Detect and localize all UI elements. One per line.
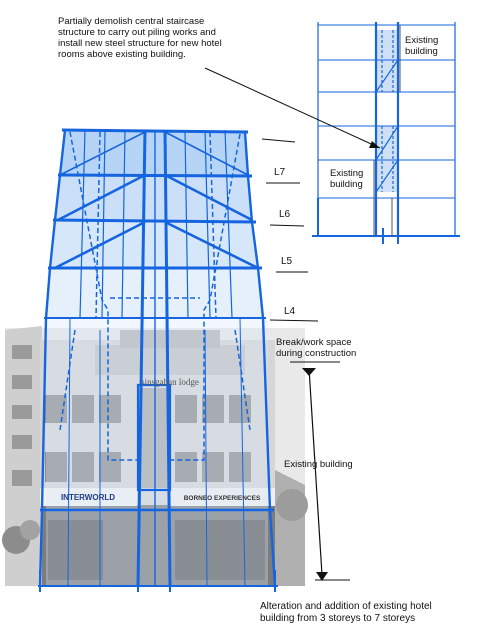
level-l7-label: L7 (274, 167, 286, 178)
inset-mid-line-1: Existing (330, 168, 364, 179)
caption-line-2: building from 3 storeys to 7 storeys (260, 613, 416, 624)
note-line-2: structure to carry out piling works and (58, 27, 216, 38)
hotel-sign-text: sinsgahan lodge (141, 377, 199, 387)
inset-section-diagram (312, 22, 460, 244)
break-line-1: Break/work space (276, 337, 352, 348)
inset-top-line-2: building (405, 46, 438, 57)
break-annotation: Break/work space during construction (276, 337, 356, 359)
note-line-1: Partially demolish central staircase (58, 16, 205, 27)
level-l5-label: L5 (281, 256, 293, 267)
caption-line-1: Alteration and addition of existing hote… (260, 601, 432, 612)
level-l4-label: L4 (284, 306, 296, 317)
demolition-note: Partially demolish central staircase str… (58, 16, 248, 60)
break-line-2: during construction (276, 348, 357, 359)
leader-arrowhead (369, 141, 380, 148)
note-line-3: install new steel structure for new hote… (58, 38, 222, 49)
note-line-4: rooms above existing building. (58, 49, 186, 60)
existing-building-annotation: Existing building (284, 459, 353, 470)
inset-label-mid: Existing building (330, 168, 363, 190)
borneo-sign-text: BORNEO EXPERIENCES (184, 495, 261, 502)
inset-mid-line-2: building (330, 179, 363, 190)
level-l6-label: L6 (279, 209, 291, 220)
inset-label-top: Existing building (405, 35, 438, 57)
existing-height-dimension (290, 361, 350, 581)
inset-top-line-1: Existing (405, 35, 439, 46)
caption: Alteration and addition of existing hote… (260, 601, 432, 625)
new-steel-structure (38, 128, 278, 592)
interworld-sign-text: INTERWORLD (61, 493, 115, 502)
level-lines (261, 138, 319, 322)
note-leader-line (204, 67, 381, 149)
